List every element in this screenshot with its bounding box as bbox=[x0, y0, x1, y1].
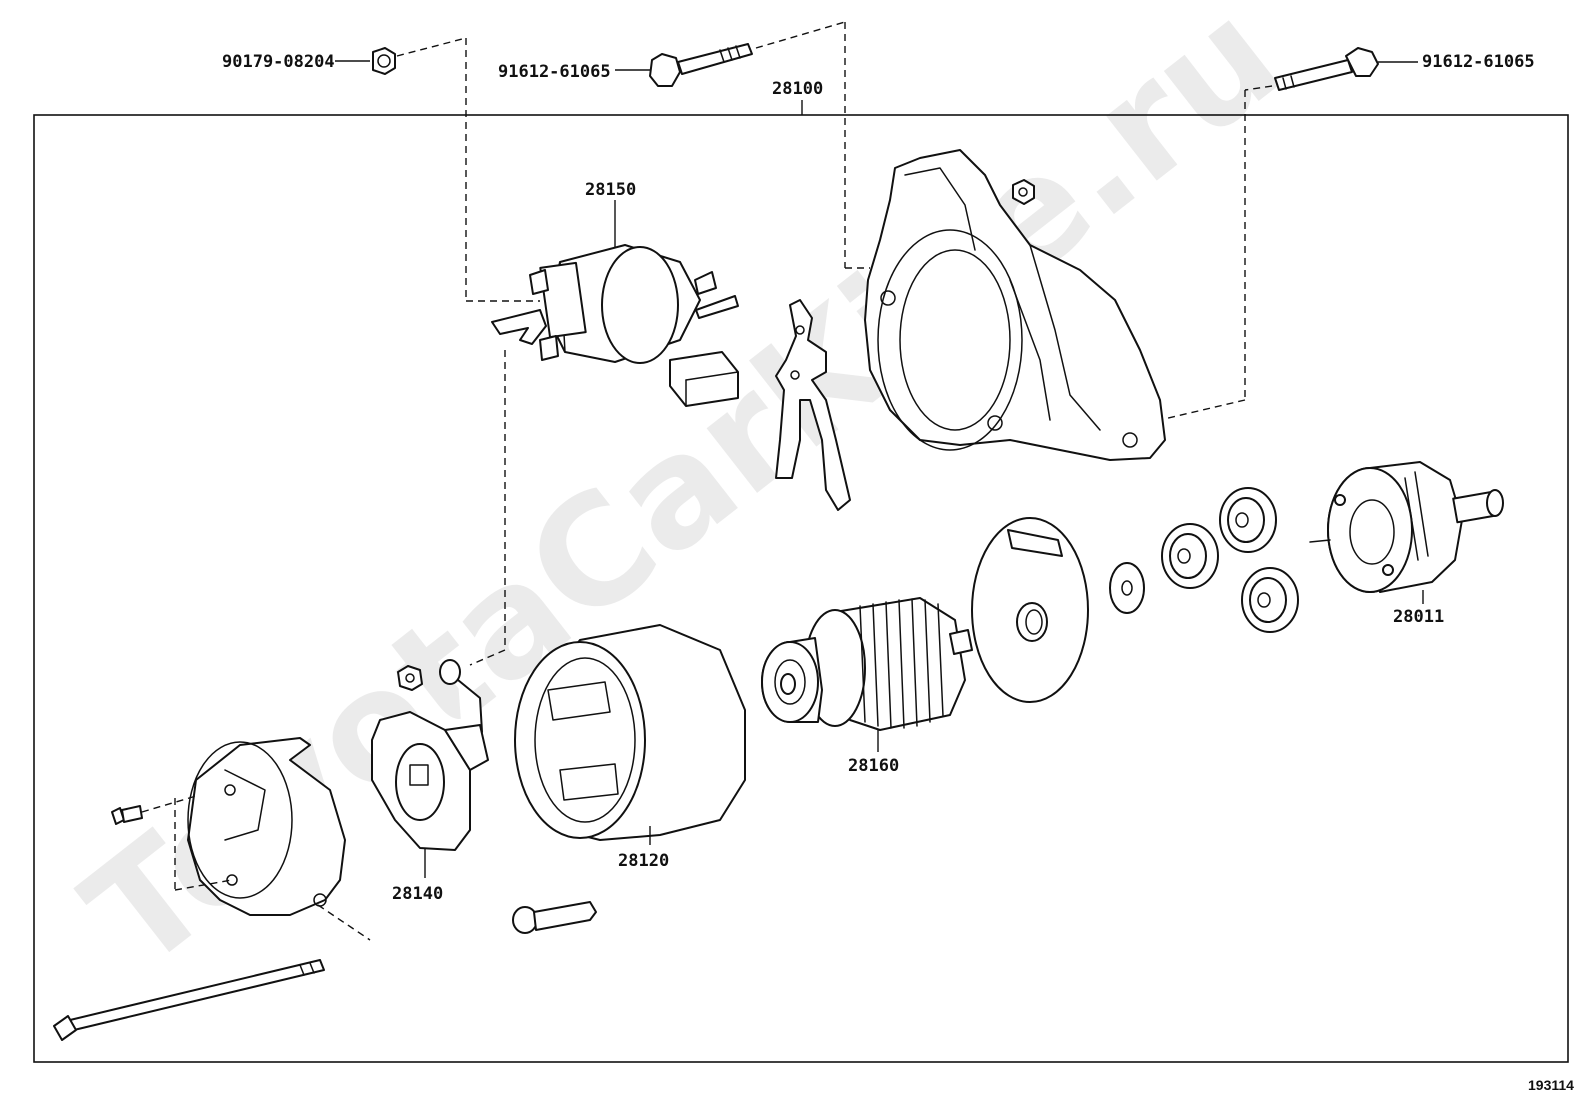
bolt-91612-right bbox=[1159, 47, 1418, 421]
through-bolt bbox=[53, 959, 325, 1041]
armature-28160 bbox=[761, 597, 973, 731]
guide-line-bottom bbox=[174, 879, 233, 891]
label-28100: 28100 bbox=[772, 79, 823, 99]
label-91612-61065-left: 91612-61065 bbox=[498, 62, 611, 82]
washer bbox=[1109, 562, 1145, 614]
label-28120: 28120 bbox=[618, 851, 669, 871]
nut-90179 bbox=[335, 37, 540, 302]
screw bbox=[111, 795, 197, 825]
label-91612-61065-right: 91612-61065 bbox=[1422, 52, 1535, 72]
label-90179-08204: 90179-08204 bbox=[222, 52, 335, 72]
figure-number: 193114 bbox=[1528, 1077, 1574, 1093]
planetary-gear-2 bbox=[1161, 523, 1219, 589]
center-plate bbox=[971, 517, 1089, 703]
retainer-clip bbox=[512, 901, 597, 934]
end-frame bbox=[187, 737, 346, 916]
ring-terminal bbox=[439, 659, 483, 737]
terminal-nut bbox=[397, 665, 423, 691]
label-28140: 28140 bbox=[392, 884, 443, 904]
assembly-frame bbox=[33, 114, 1569, 1063]
clutch-28011 bbox=[1309, 461, 1504, 593]
planetary-gear-3 bbox=[1241, 567, 1299, 633]
solenoid-28150 bbox=[469, 244, 739, 666]
drive-housing-28100 bbox=[864, 149, 1166, 461]
drive-lever bbox=[775, 299, 851, 511]
yoke-28120 bbox=[514, 624, 746, 841]
bolt-91612-left bbox=[615, 21, 870, 269]
label-28150: 28150 bbox=[585, 180, 636, 200]
brush-holder-28140 bbox=[371, 711, 489, 851]
planetary-gear-1 bbox=[1219, 487, 1277, 553]
guide-line-bolt bbox=[317, 904, 371, 941]
label-28011: 28011 bbox=[1393, 607, 1444, 627]
label-28160: 28160 bbox=[848, 756, 899, 776]
